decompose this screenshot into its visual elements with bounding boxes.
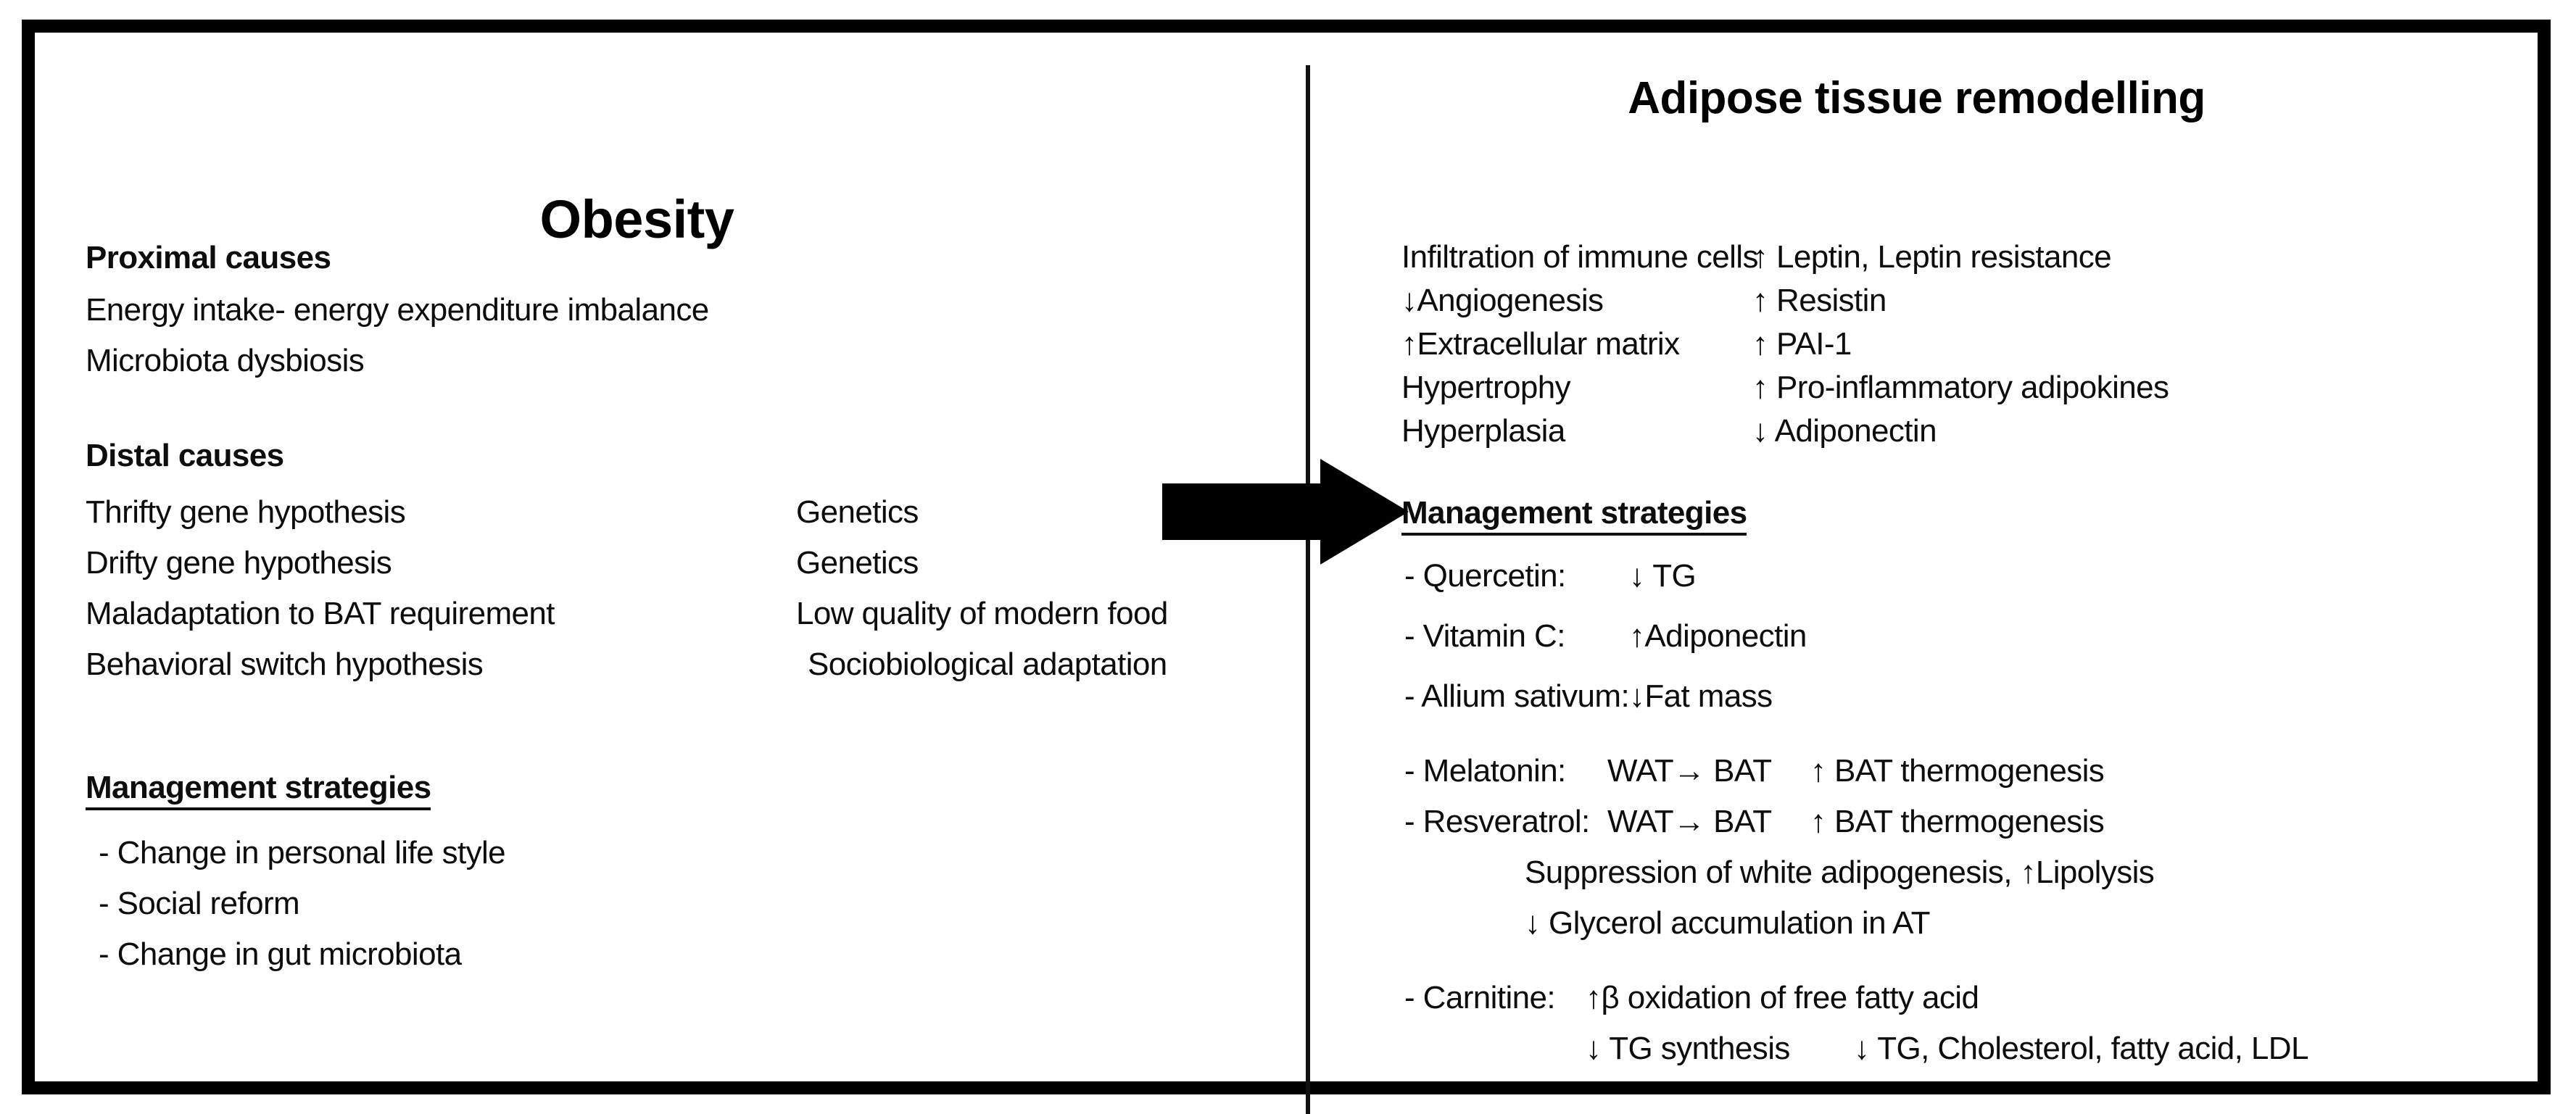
remodelling-change: Hyperplasia bbox=[1401, 413, 1565, 449]
heading-distal-causes: Distal causes bbox=[86, 438, 284, 473]
remodelling-change: ↑Extracellular matrix bbox=[1401, 326, 1680, 362]
heading-proximal-causes: Proximal causes bbox=[86, 240, 331, 275]
management-effect: WAT→ BAT bbox=[1607, 804, 1772, 839]
management-agent: - Melatonin: bbox=[1404, 753, 1566, 789]
figure-frame: Obesity Proximal causes Energy intake- e… bbox=[22, 20, 2551, 1114]
adipokine-change: ↓ Adiponectin bbox=[1752, 413, 1937, 449]
management-strategy-item: - Social reform bbox=[99, 886, 300, 921]
management-agent: - Resveratrol: bbox=[1404, 804, 1590, 839]
remodelling-change: Infiltration of immune cells bbox=[1401, 239, 1758, 275]
adipokine-change: ↑ Pro-inflammatory adipokines bbox=[1752, 370, 2169, 405]
distal-cause-label: Thrifty gene hypothesis bbox=[86, 494, 406, 530]
management-effect: ↓Fat mass bbox=[1629, 678, 1773, 714]
management-strategy-item: - Change in gut microbiota bbox=[99, 936, 462, 972]
management-effect: ↑β oxidation of free fatty acid bbox=[1586, 980, 1979, 1015]
management-effect-secondary: ↓ TG, Cholesterol, fatty acid, LDL bbox=[1854, 1031, 2308, 1066]
adipokine-change: ↑ Resistin bbox=[1752, 283, 1887, 318]
management-effect: ↓ TG bbox=[1629, 558, 1697, 594]
management-agent: - Carnitine: bbox=[1404, 980, 1556, 1015]
obesity-panel: Obesity Proximal causes Energy intake- e… bbox=[70, 65, 1306, 1114]
heading-management-strategies-right: Management strategies bbox=[1401, 497, 1747, 536]
distal-cause-basis: Sociobiological adaptation bbox=[808, 647, 1167, 682]
obesity-panel-title: Obesity bbox=[539, 189, 734, 249]
distal-cause-label: Drifty gene hypothesis bbox=[86, 545, 392, 581]
management-effect-secondary: ↑ BAT thermogenesis bbox=[1810, 753, 2105, 789]
remodelling-change: ↓Angiogenesis bbox=[1401, 283, 1604, 318]
distal-cause-basis: Low quality of modern food bbox=[796, 596, 1168, 631]
management-agent: - Vitamin C: bbox=[1404, 618, 1565, 654]
distal-cause-label: Behavioral switch hypothesis bbox=[86, 647, 484, 682]
management-agent: - Quercetin: bbox=[1404, 558, 1566, 594]
remodelling-change: Hypertrophy bbox=[1401, 370, 1571, 405]
management-agent: - Allium sativum: bbox=[1404, 678, 1630, 714]
right-block-arrow-icon bbox=[1162, 457, 1409, 566]
management-effect: WAT→ BAT bbox=[1607, 753, 1772, 789]
management-effect-continued: Suppression of white adipogenesis, ↑Lipo… bbox=[1525, 855, 2155, 890]
proximal-cause-item: Microbiota dysbiosis bbox=[86, 343, 365, 378]
adipose-panel: Adipose tissue remodelling Infiltration … bbox=[1310, 65, 2567, 1114]
distal-cause-basis: Genetics bbox=[796, 545, 919, 581]
distal-cause-label: Maladaptation to BAT requirement bbox=[86, 596, 555, 631]
management-effect-secondary: ↑ BAT thermogenesis bbox=[1810, 804, 2105, 839]
adipose-panel-title: Adipose tissue remodelling bbox=[1628, 73, 2206, 123]
adipokine-change: ↑ Leptin, Leptin resistance bbox=[1752, 239, 2112, 275]
adipokine-change: ↑ PAI-1 bbox=[1752, 326, 1852, 362]
management-strategy-item: - Change in personal life style bbox=[99, 835, 506, 870]
proximal-cause-item: Energy intake- energy expenditure imbala… bbox=[86, 292, 709, 328]
panel-divider bbox=[1306, 65, 1310, 1114]
management-effect-continued: ↓ Glycerol accumulation in AT bbox=[1525, 905, 1931, 941]
management-effect-continued: ↓ TG synthesis bbox=[1586, 1031, 1790, 1066]
distal-cause-basis: Genetics bbox=[796, 494, 919, 530]
management-effect: ↑Adiponectin bbox=[1629, 618, 1807, 654]
heading-management-strategies-left: Management strategies bbox=[86, 772, 431, 810]
